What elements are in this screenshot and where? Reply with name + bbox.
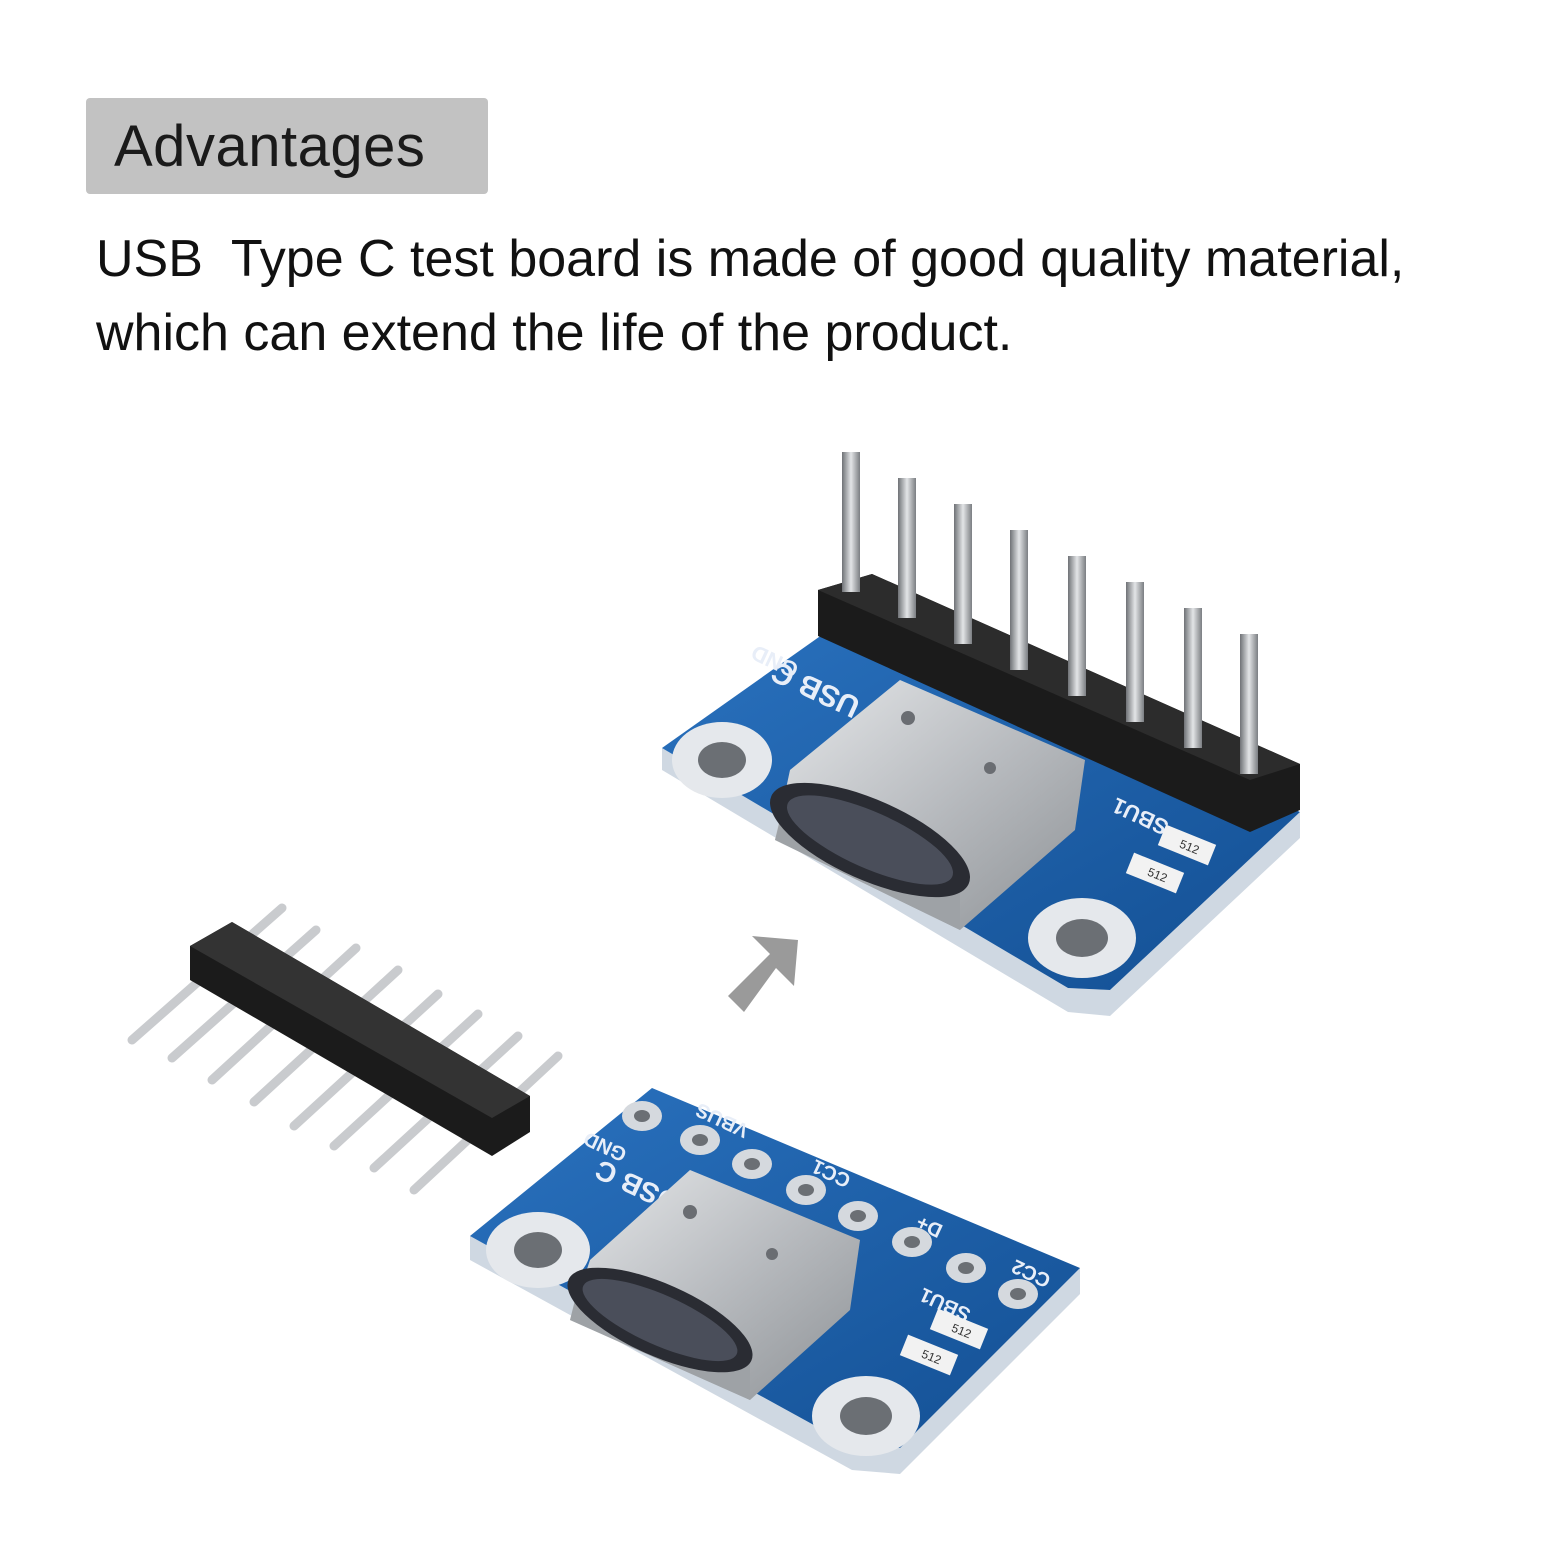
pin-header-soldered xyxy=(818,452,1300,832)
mounting-hole xyxy=(486,1212,590,1288)
mounting-hole xyxy=(1028,898,1136,978)
smd-resistor: 512 xyxy=(899,1334,959,1376)
assembled-board: GND USB C SBU1 512 512 xyxy=(662,452,1300,1016)
header-pads xyxy=(622,1101,1038,1309)
smd-resistor: 512 xyxy=(1157,824,1217,866)
advantages-heading: Advantages xyxy=(114,113,426,179)
mounting-hole xyxy=(672,722,772,798)
usb-c-connector xyxy=(770,680,1085,930)
advantages-badge: Advantages xyxy=(86,98,488,194)
description-line-1: USB Type C test board is made of good qu… xyxy=(96,230,1405,288)
usb-c-connector xyxy=(567,1170,860,1400)
description-line-2: which can extend the life of the product… xyxy=(96,304,1013,362)
smd-resistor: 512 xyxy=(1125,852,1185,894)
loose-pin-header xyxy=(127,903,563,1195)
mounting-hole xyxy=(812,1376,920,1456)
smd-resistor: 512 xyxy=(929,1308,989,1350)
description-text: USB Type C test board is made of good qu… xyxy=(96,222,1536,370)
assembly-arrow xyxy=(728,936,798,1012)
bare-board: GND VBUS CC1 D+ CC2 USB C SBU1 512 512 xyxy=(470,1088,1080,1474)
